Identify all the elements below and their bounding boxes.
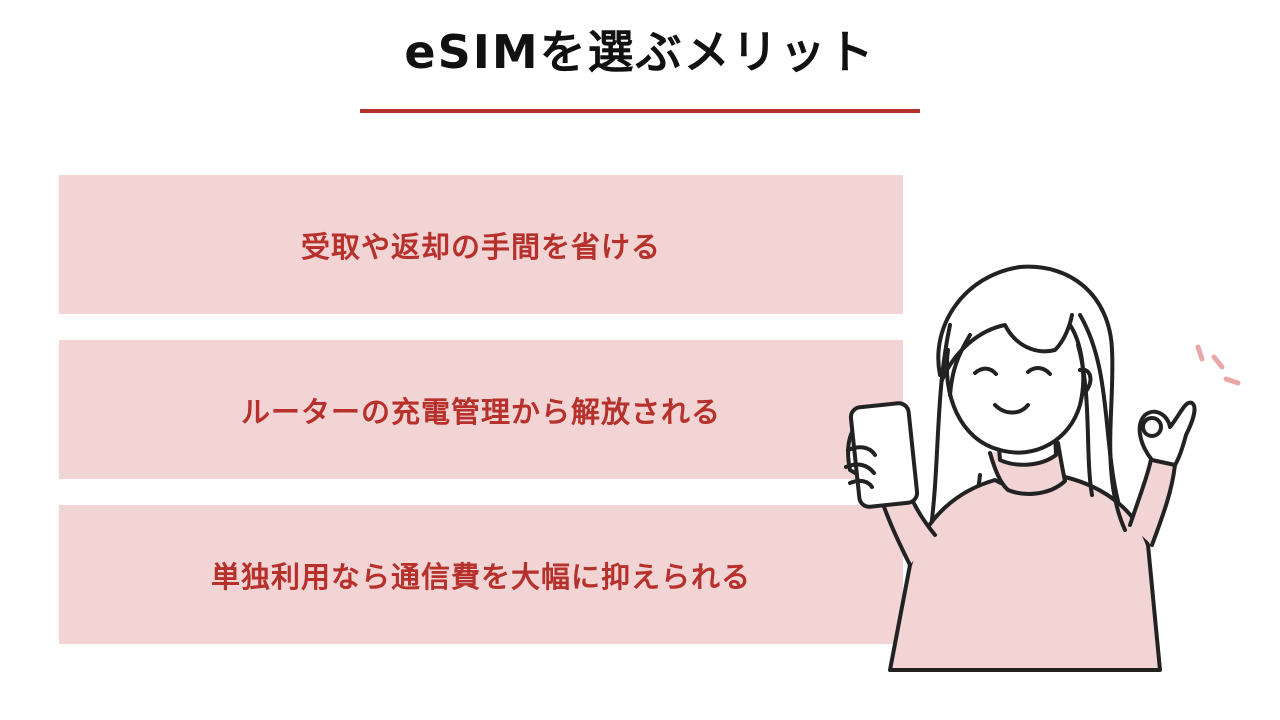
sweater — [888, 475, 1162, 672]
right-eye — [1026, 366, 1052, 376]
title-underline — [360, 109, 920, 113]
merit-box-1: 受取や返却の手間を省ける — [59, 175, 903, 314]
hair-side-strand — [1076, 343, 1094, 497]
mouth — [993, 403, 1030, 415]
woman-with-smartphone-ok-sign-icon — [844, 264, 1241, 672]
merit-text-3: 単独利用なら通信費を大幅に抑えられる — [210, 559, 751, 594]
sparkle-line-3 — [1223, 376, 1241, 386]
left-eye — [973, 366, 998, 376]
ok-ring — [1141, 416, 1163, 438]
merit-box-2: ルーターの充電管理から解放される — [59, 340, 903, 479]
smartphone — [848, 401, 920, 509]
sparkle-line-2 — [1211, 354, 1225, 370]
sparkle-line-1 — [1195, 344, 1205, 362]
merit-text-2: ルーターの充電管理から解放される — [240, 394, 721, 429]
slide-title: eSIMを選ぶメリット — [404, 25, 876, 79]
merit-box-3: 単独利用なら通信費を大幅に抑えられる — [59, 505, 903, 644]
merit-text-1: 受取や返却の手間を省ける — [300, 229, 661, 264]
hair-top — [936, 264, 1127, 532]
left-fingers — [844, 445, 877, 489]
ear — [1078, 367, 1093, 397]
